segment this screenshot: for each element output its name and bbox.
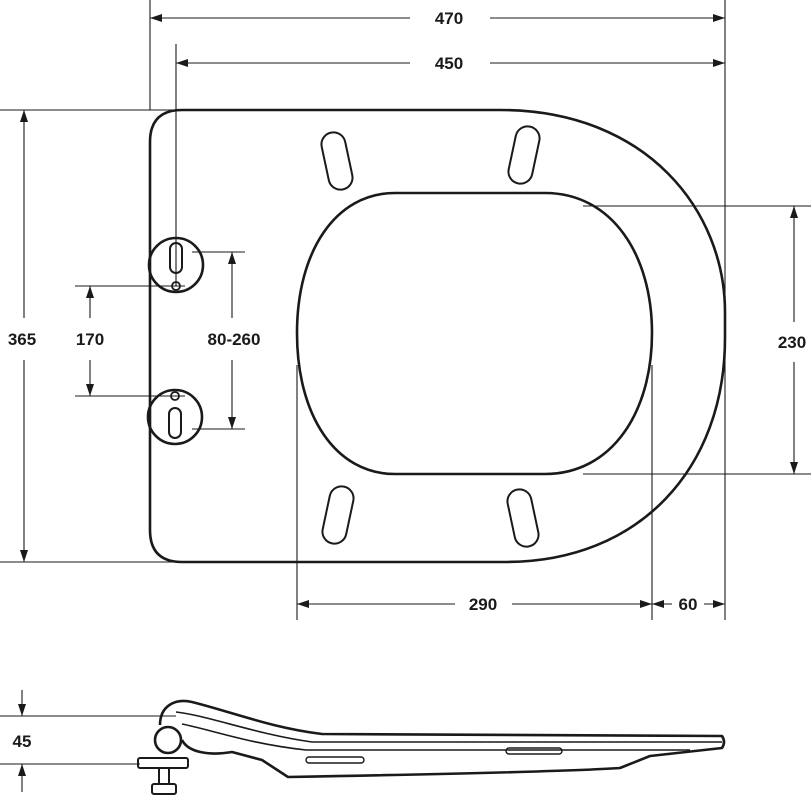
- dim-inner-width-label: 450: [435, 54, 463, 73]
- extension-lines: [0, 0, 811, 620]
- dim-hinge-range: 80-260: [208, 252, 261, 429]
- dim-overall-width-label: 470: [435, 9, 463, 28]
- dim-hole-distance: 170: [76, 286, 104, 396]
- dim-thickness: 45: [13, 690, 32, 792]
- dim-front-rim: 60: [652, 595, 725, 614]
- hinge-barrel: [153, 725, 183, 755]
- seat-opening: [295, 191, 654, 476]
- dim-front-rim-label: 60: [679, 595, 698, 614]
- dim-hole-distance-label: 170: [76, 330, 104, 349]
- dim-overall-depth: 365: [8, 110, 36, 562]
- dim-overall-depth-label: 365: [8, 330, 36, 349]
- dim-opening-length-label: 290: [469, 595, 497, 614]
- top-view: 470 450 365 170: [0, 0, 811, 620]
- dim-overall-width: 470: [150, 9, 725, 28]
- hinge-bottom: [146, 388, 204, 446]
- side-view: 45: [0, 690, 726, 795]
- bumper-slot-top-left: [320, 131, 354, 191]
- fixing-screw: [137, 757, 189, 795]
- seat-profile: [158, 699, 726, 779]
- bumper-slot-bottom-left: [321, 485, 355, 545]
- bumper-slot-bottom-right: [506, 488, 540, 548]
- dim-opening-length: 290: [297, 595, 652, 614]
- dim-inner-width: 450: [176, 54, 725, 73]
- dim-hinge-range-label: 80-260: [208, 330, 261, 349]
- dim-opening-depth-label: 230: [778, 333, 806, 352]
- dim-thickness-label: 45: [13, 732, 32, 751]
- dim-opening-depth: 230: [778, 206, 806, 474]
- seat-outline: [148, 108, 727, 564]
- bumper-slot-top-right: [507, 125, 541, 185]
